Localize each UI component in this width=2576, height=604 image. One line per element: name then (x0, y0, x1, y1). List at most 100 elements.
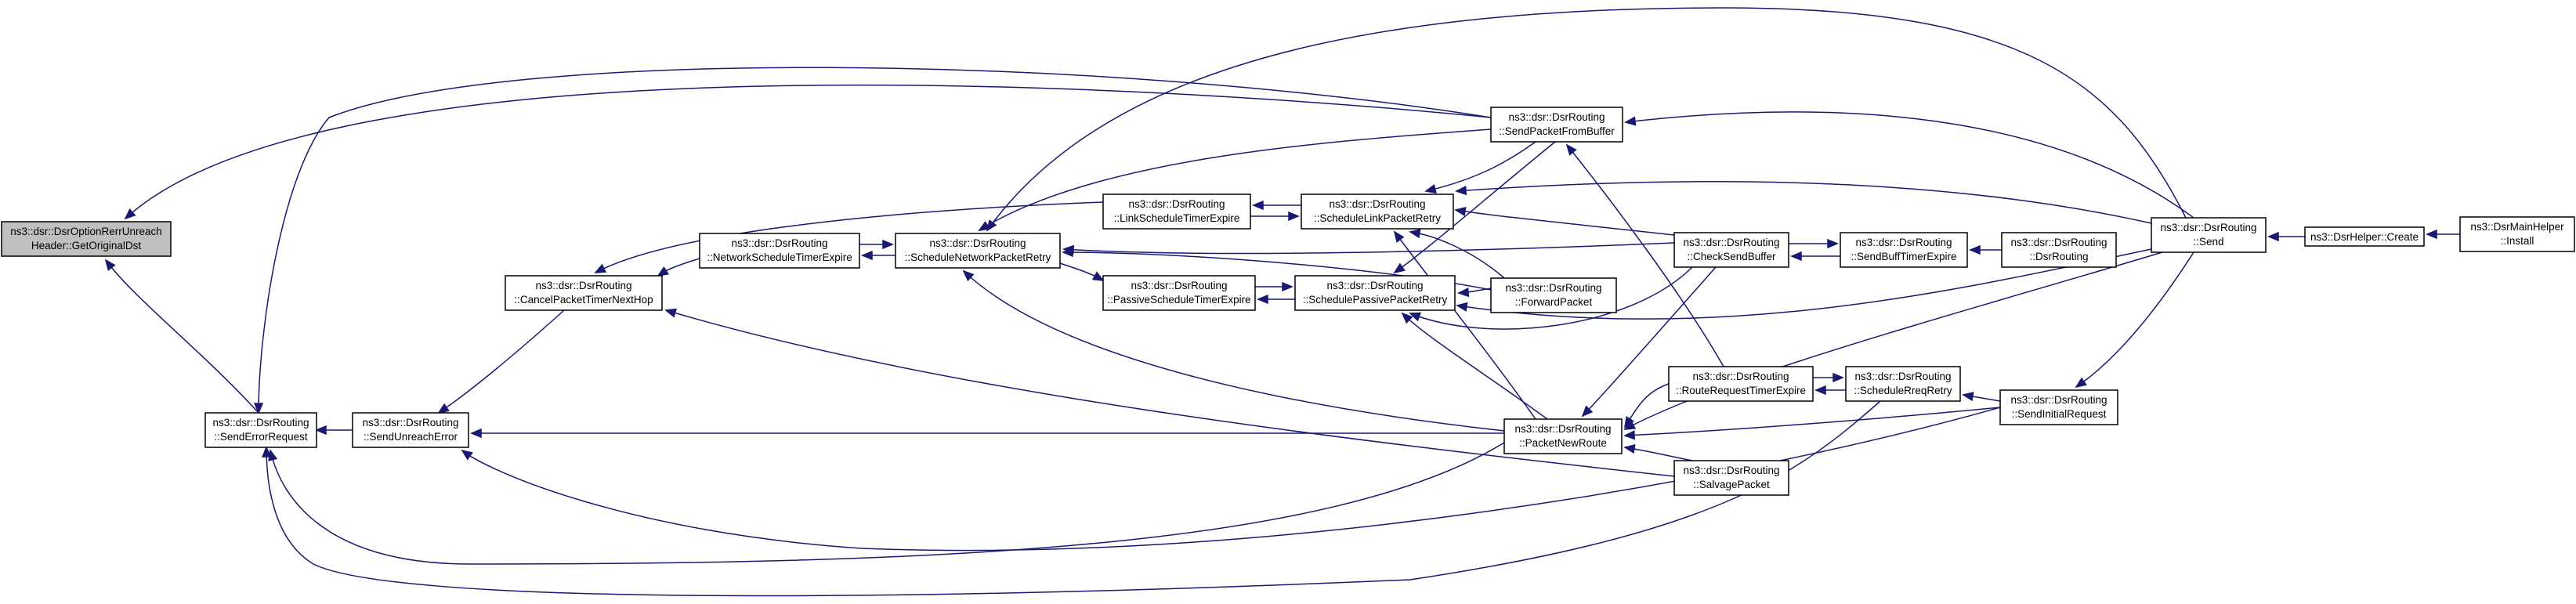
node-label-line2: ::ScheduleNetworkPacketRetry (905, 251, 1051, 263)
edge-pnr-to-schedpass (1401, 312, 1548, 420)
node-senderr[interactable]: ns3::dsr::DsrRouting::SendErrorRequest (204, 412, 317, 448)
edge-arrowhead (1833, 372, 1844, 383)
node-sendbufftimer[interactable]: ns3::dsr::DsrRouting::SendBuffTimerExpir… (1840, 232, 1968, 268)
edge-send-to-schedlink (1455, 180, 2152, 224)
node-box (2151, 217, 2267, 253)
edge-pnr-to-senderr (268, 442, 1505, 565)
edge-sendbufftimer-to-checkbuf (1790, 251, 1840, 262)
edge-arrowhead (1401, 312, 1413, 324)
node-label-line1: ns3::dsr::DsrRouting (535, 280, 631, 291)
edge-arrowhead (461, 449, 473, 461)
edges-layer (104, 7, 2460, 597)
node-label-line2: ::SchedulePassivePacketRetry (1303, 294, 1448, 306)
node-send[interactable]: ns3::dsr::DsrRouting::Send (2151, 217, 2267, 253)
edge-salvage-to-pnr (1623, 443, 1693, 461)
edge-line (1625, 111, 2194, 219)
node-box (1840, 232, 1968, 268)
node-label-line2: ::ScheduleLinkPacketRetry (1314, 212, 1441, 224)
edge-line (266, 400, 1881, 597)
node-schedrreq[interactable]: ns3::dsr::DsrRouting::ScheduleRreqRetry (1845, 366, 1961, 402)
node-sendinit[interactable]: ns3::dsr::DsrRouting::SendInitialRequest (1999, 389, 2118, 425)
edge-linksched-to-schedlink (1250, 211, 1300, 222)
node-rreq[interactable]: ns3::dsr::DsrRouting::RouteRequestTimerE… (1668, 366, 1814, 402)
edge-arrowhead (1424, 184, 1437, 193)
edge-senderr-to-origdst (104, 259, 259, 414)
edge-sendinit-to-schedrreq (1962, 392, 2001, 402)
node-label-line2: ::RouteRequestTimerExpire (1676, 385, 1806, 396)
edge-schedpass-to-passsched (1257, 294, 1295, 305)
edge-create-to-send (2267, 231, 2305, 242)
edge-arrowhead (1409, 312, 1422, 322)
node-schedpass[interactable]: ns3::dsr::DsrRouting::SchedulePassivePac… (1294, 275, 1456, 311)
edge-schedlink-to-linksched (1252, 200, 1301, 211)
edge-arrowhead (1282, 281, 1293, 292)
node-label-line1: ns3::dsr::DsrRouting (1683, 465, 1779, 476)
node-pnr[interactable]: ns3::dsr::DsrRouting::PacketNewRoute (1503, 418, 1623, 454)
edge-arrowhead (1790, 251, 1802, 262)
node-checkbuf[interactable]: ns3::dsr::DsrRouting::CheckSendBuffer (1673, 232, 1789, 268)
edge-passsched-to-schedpass (1255, 281, 1293, 292)
edge-arrowhead (1091, 271, 1105, 281)
node-label-line1: ns3::dsr::DsrRouting (1326, 280, 1423, 291)
edge-line (1455, 209, 1675, 236)
node-sendunreach[interactable]: ns3::dsr::DsrRouting::SendUnreachError (352, 412, 469, 448)
node-create[interactable]: ns3::DsrHelper::Create (2304, 226, 2425, 247)
edge-arrowhead (1814, 385, 1826, 396)
node-box (1503, 418, 1623, 454)
node-label-line2: ::SendInitialRequest (2012, 408, 2107, 420)
edge-arrowhead (1409, 229, 1421, 239)
edge-arrowhead (124, 208, 136, 220)
node-sendbuf[interactable]: ns3::dsr::DsrRouting::SendPacketFromBuff… (1490, 107, 1623, 143)
edge-arrowhead (594, 263, 607, 273)
edge-netsched-to-schednet (859, 239, 894, 250)
node-label-line2: ::Install (2501, 235, 2534, 247)
node-label-line1: ns3::dsr::DsrRouting (731, 237, 827, 249)
edge-arrowhead (962, 269, 975, 282)
edge-checkbuf-to-schednet (1062, 242, 1675, 255)
node-ctor[interactable]: ns3::dsr::DsrRouting::DsrRouting (2001, 232, 2117, 268)
node-label-line1: ns3::dsr::DsrRouting (1508, 111, 1605, 123)
edge-checkbuf-to-schedpass (1409, 266, 1693, 330)
edge-arrowhead (1393, 262, 1406, 274)
node-box (699, 233, 860, 269)
edge-line (595, 201, 1104, 273)
node-box (1490, 277, 1617, 313)
node-label-line2: ::SendErrorRequest (214, 431, 308, 443)
edge-install-to-create (2426, 229, 2460, 240)
node-box (1845, 366, 1961, 402)
edge-arrowhead (470, 428, 482, 439)
node-label-line1: ns3::dsr::DsrRouting (1683, 237, 1779, 248)
edge-arrowhead (315, 425, 327, 436)
node-salvage[interactable]: ns3::dsr::DsrRouting::SalvagePacket (1673, 460, 1789, 496)
node-box (895, 233, 1061, 269)
edge-rreq-to-sendbuf (1565, 143, 1724, 367)
node-cancel[interactable]: ns3::dsr::DsrRouting::CancelPacketTimerN… (505, 275, 663, 311)
node-install[interactable]: ns3::DsrMainHelper::Install (2459, 216, 2575, 252)
edge-arrowhead (1393, 230, 1405, 243)
edge-arrowhead (2426, 229, 2437, 240)
edge-arrowhead (1457, 288, 1470, 298)
edge-line (2075, 251, 2194, 388)
nodes-layer: ns3::dsr::DsrOptionRerrUnreachHeader::Ge… (1, 107, 2575, 496)
node-box (1, 221, 172, 257)
node-schedlink[interactable]: ns3::dsr::DsrRouting::ScheduleLinkPacket… (1301, 193, 1454, 230)
edge-send-to-sendbuf (1624, 111, 2194, 219)
node-linksched[interactable]: ns3::dsr::DsrRouting::LinkScheduleTimerE… (1102, 193, 1251, 230)
edge-line (963, 270, 1505, 432)
node-netsched[interactable]: ns3::dsr::DsrRouting::NetworkScheduleTim… (699, 233, 860, 269)
node-schednet[interactable]: ns3::dsr::DsrRouting::ScheduleNetworkPac… (895, 233, 1061, 269)
node-fwd[interactable]: ns3::dsr::DsrRouting::ForwardPacket (1490, 277, 1617, 313)
node-origdst[interactable]: ns3::dsr::DsrOptionRerrUnreachHeader::Ge… (1, 221, 172, 257)
node-label-line2: ::CheckSendBuffer (1687, 251, 1776, 262)
node-box (2304, 226, 2425, 247)
edge-schednet-to-passsched (1059, 262, 1105, 281)
node-box (1102, 275, 1256, 311)
node-label-line1: ns3::dsr::DsrRouting (1855, 237, 1952, 248)
edge-arrowhead (1252, 200, 1264, 211)
node-passsched[interactable]: ns3::dsr::DsrRouting::PassiveScheduleTim… (1102, 275, 1256, 311)
edge-line (1456, 180, 2152, 224)
node-box (2459, 216, 2575, 252)
edge-line (1394, 141, 1556, 273)
node-label-line2: ::SendPacketFromBuffer (1499, 125, 1615, 137)
edge-arrowhead (1456, 302, 1468, 312)
